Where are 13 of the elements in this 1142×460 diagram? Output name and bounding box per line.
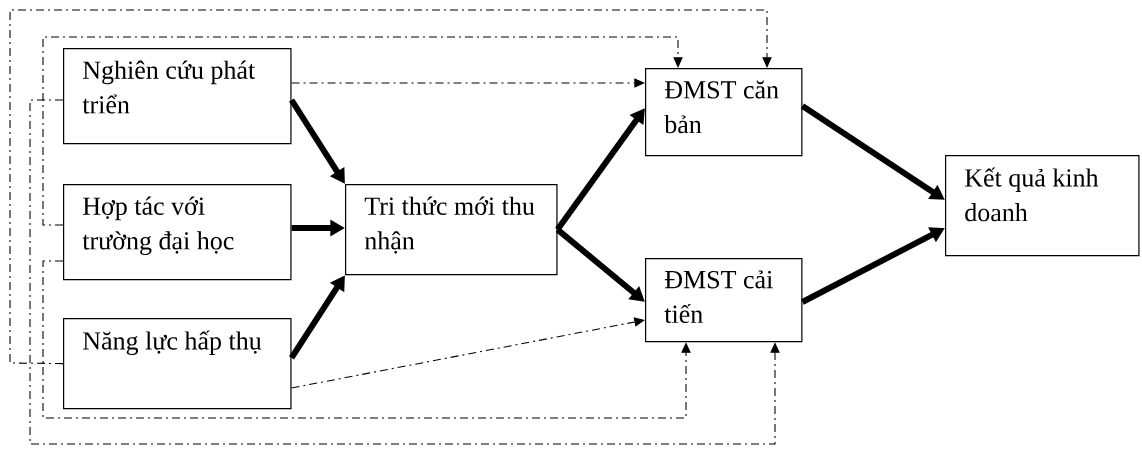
arrow xyxy=(291,78,645,88)
arrow xyxy=(42,260,691,419)
process-box: ĐMST căn bản xyxy=(645,68,803,157)
process-box: Kết quả kinh doanh xyxy=(945,155,1140,257)
process-box: Tri thức mới thu nhận xyxy=(345,184,558,276)
process-box: Hợp tác với trường đại học xyxy=(63,184,292,281)
arrow xyxy=(9,9,772,365)
process-box: ĐMST cải tiến xyxy=(645,258,803,343)
process-box: Nghiên cứu phát triển xyxy=(63,48,292,145)
arrow xyxy=(42,36,683,226)
arrow xyxy=(29,99,780,445)
process-box: Năng lực hấp thụ xyxy=(63,318,292,410)
arrow xyxy=(291,317,645,389)
